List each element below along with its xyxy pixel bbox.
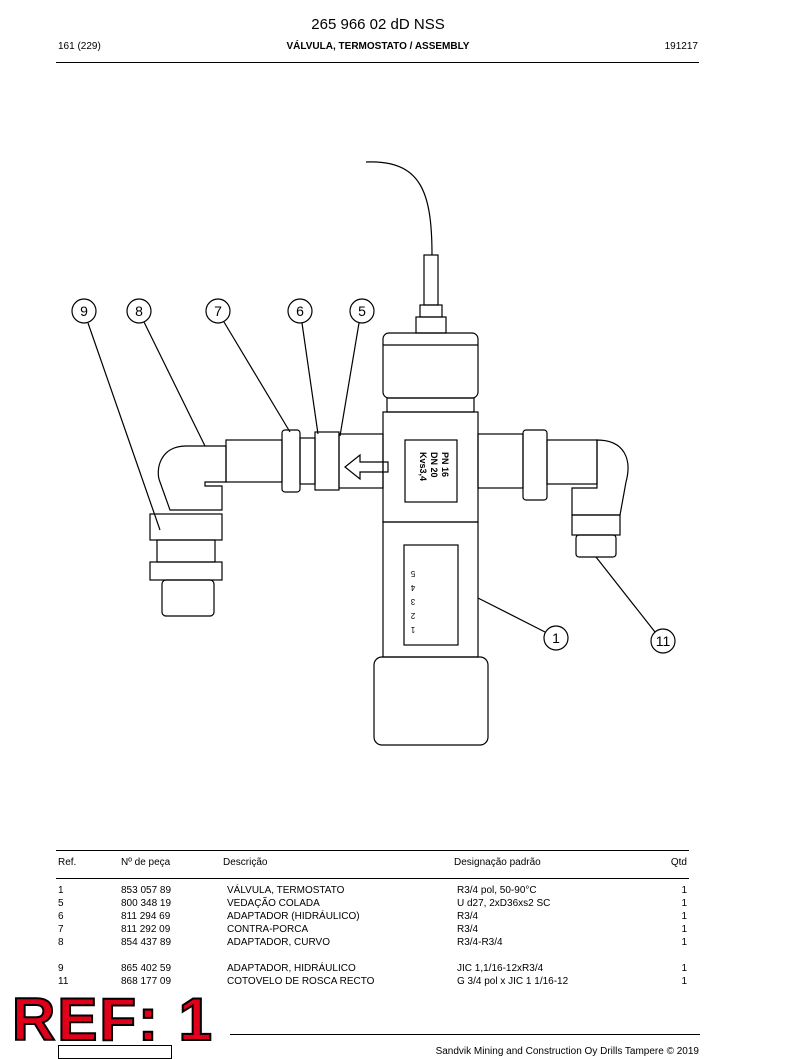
table-row: 7 811 292 09 CONTRA-PORCA R3/4 1 [0,924,794,937]
row-qty: 1 [681,963,687,974]
capillary-tube [365,161,433,256]
parts-table-header-rule [56,878,689,879]
parts-table-top-rule [56,850,689,851]
table-row: 1 853 057 89 VÁLVULA, TERMOSTATO R3/4 po… [0,885,794,898]
table-row: 5 800 348 19 VEDAÇÃO COLADA U d27, 2xD36… [0,898,794,911]
row-part-no: 854 437 89 [121,937,172,948]
row-description: VÁLVULA, TERMOSTATO [227,885,345,896]
company-logo-box [58,1045,172,1059]
row-part-no: 865 402 59 [121,963,172,974]
table-row: 8 854 437 89 ADAPTADOR, CURVO R3/4-R3/4 … [0,937,794,950]
table-row: 9 865 402 59 ADAPTADOR, HIDRÁULICO JIC 1… [0,963,794,976]
table-row: 11 868 177 09 COTOVELO DE ROSCA RECTO G … [0,976,794,989]
row-description: ADAPTADOR, CURVO [227,937,330,948]
thermostat-element [382,521,479,658]
row-ref: 5 [58,898,64,909]
row-ref: 9 [58,963,64,974]
elbow-right [571,439,629,516]
row-ref: 6 [58,911,64,922]
row-standard: R3/4-R3/4 [457,937,503,948]
table-row: 6 811 294 69 ADAPTADOR (HIDRÁULICO) R3/4… [0,911,794,924]
document-title: 265 966 02 dD NSS [311,16,445,33]
reference-stamp: REF: 1 [11,985,215,1054]
row-part-no: 868 177 09 [121,976,172,987]
callout-7-label: 7 [214,303,222,319]
col-header-description: Descrição [223,857,268,868]
valve-marking-pn: PN 16 [440,452,450,477]
callout-1 [543,625,569,651]
row-description: VEDAÇÃO COLADA [227,898,320,909]
row-standard: R3/4 [457,924,479,935]
row-ref: 11 [58,976,69,987]
col-header-ref: Ref. [58,857,77,868]
row-standard: G 3/4 pol x JIC 1 1/16-12 [457,976,569,987]
header-rule [56,62,699,63]
scale-mark-5: 5 [410,569,415,578]
callout-6-label: 6 [296,303,304,319]
row-qty: 1 [681,924,687,935]
row-qty: 1 [681,976,687,987]
thermostat-head [382,332,479,399]
page-number: 161 (229) [58,41,101,52]
row-ref: 8 [58,937,64,948]
callout-11 [650,628,676,654]
scale-mark-4: 4 [410,583,415,592]
col-header-part-no: Nº de peça [121,857,171,868]
callout-8 [126,298,152,324]
scale-mark-2: 2 [410,611,415,620]
row-description: COTOVELO DE ROSCA RECTO [227,976,375,987]
row-description: ADAPTADOR (HIDRÁULICO) [227,911,360,922]
row-part-no: 811 294 69 [121,911,171,922]
adaptor-left [149,513,223,541]
scale-mark-3: 3 [410,597,415,606]
callout-5-label: 5 [358,303,366,319]
callout-11-label: 11 [656,633,671,649]
date-code: 191217 [664,41,698,52]
callout-1-label: 1 [552,630,560,646]
flow-arrow [344,453,389,481]
callout-9-label: 9 [80,303,88,319]
row-part-no: 800 348 19 [121,898,172,909]
row-qty: 1 [681,885,687,896]
footer-copyright: Sandvik Mining and Construction Oy Drill… [435,1046,699,1057]
row-standard: R3/4 [457,911,479,922]
callout-5 [349,298,375,324]
sensor-probe [423,254,439,306]
row-standard: R3/4 pol, 50-90°C [457,885,537,896]
scale-mark-1: 1 [410,625,415,634]
assembly-title: VÁLVULA, TERMOSTATO / ASSEMBLY [286,41,470,52]
adaptor-right [571,514,621,536]
row-description: CONTRA-PORCA [227,924,309,935]
callout-6 [287,298,313,324]
row-qty: 1 [681,898,687,909]
assembly-drawing: 9 8 7 6 5 1 11 PN 16 DN 20 Kvs3,4 5 4 3 … [71,161,676,746]
elbow-left [157,445,227,511]
col-header-qty: Qtd [670,857,687,868]
row-standard: JIC 1,1/16-12xR3/4 [457,963,544,974]
row-ref: 1 [58,885,64,896]
callout-7 [205,298,231,324]
callout-9 [71,298,97,324]
row-part-no: 811 292 09 [121,924,171,935]
col-header-standard: Designação padrão [454,857,541,868]
valve-marking-dn: DN 20 [429,452,439,478]
valve-marking-kvs: Kvs3,4 [418,452,428,481]
row-qty: 1 [681,937,687,948]
row-qty: 1 [681,911,687,922]
callout-8-label: 8 [135,303,143,319]
row-ref: 7 [58,924,64,935]
row-description: ADAPTADOR, HIDRÁULICO [227,963,356,974]
footer-rule [230,1034,700,1035]
row-standard: U d27, 2xD36xs2 SC [457,898,551,909]
row-part-no: 853 057 89 [121,885,172,896]
thermostat-cap [373,656,489,746]
